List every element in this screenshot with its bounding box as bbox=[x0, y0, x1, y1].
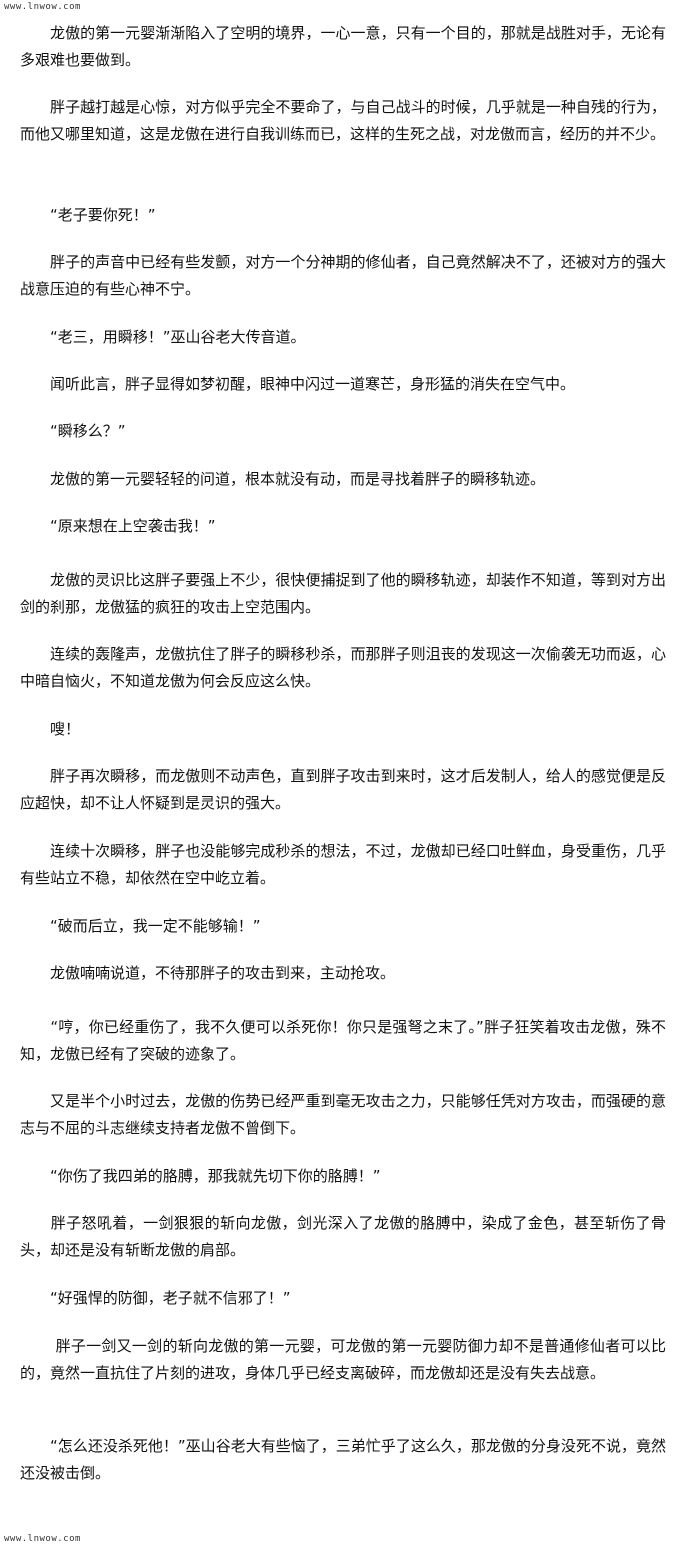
paragraph-6: 闻听此言，胖子显得如梦初醒，眼神中闪过一道寒芒，身形猛的消失在空气中。 bbox=[20, 375, 576, 393]
paragraph-2: 胖子越打越是心惊，对方似乎完全不要命了，与自己战斗的时候，几乎就是一种自残的行为… bbox=[20, 98, 666, 143]
paragraph-4: 胖子的声音中已经有些发颤，对方一个分神期的修仙者，自己竟然解决不了，还被对方的强… bbox=[20, 253, 666, 298]
paragraph-18: 又是半个小时过去，龙傲的伤势已经严重到毫无攻击之力，只能够任凭对方攻击，而强硬的… bbox=[20, 1092, 666, 1137]
paragraph-9: “原来想在上空袭击我！” bbox=[20, 517, 216, 535]
paragraph-23: “怎么还没杀死他！”巫山谷老大有些恼了，三弟忙乎了这么久，那龙傲的分身没死不说，… bbox=[20, 1437, 666, 1482]
paragraph-21: “好强悍的防御，老子就不信邪了！” bbox=[20, 1289, 291, 1307]
watermark-top: www.lnwow.com bbox=[4, 2, 81, 12]
paragraph-17: “哼，你已经重伤了，我不久便可以杀死你！你只是强弩之末了。”胖子狂笑着攻击龙傲，… bbox=[20, 1018, 666, 1063]
paragraph-3: “老子要你死！” bbox=[20, 206, 156, 224]
paragraph-8: 龙傲的第一元婴轻轻的问道，根本就没有动，而是寻找着胖子的瞬移轨迹。 bbox=[20, 470, 546, 488]
paragraph-19: “你伤了我四弟的胳膊，那我就先切下你的胳膊！” bbox=[20, 1167, 381, 1185]
paragraph-10: 龙傲的灵识比这胖子要强上不少，很快便捕捉到了他的瞬移轨迹，却装作不知道，等到对方… bbox=[20, 571, 666, 616]
paragraph-14: 连续十次瞬移，胖子也没能够完成秒杀的想法，不过，龙傲却已经口吐鲜血，身受重伤，几… bbox=[20, 842, 666, 887]
paragraph-7: “瞬移么？” bbox=[20, 422, 126, 440]
paragraph-15: “破而后立，我一定不能够输！” bbox=[20, 917, 261, 935]
paragraph-1: 龙傲的第一元婴渐渐陷入了空明的境界，一心一意，只有一个目的，那就是战胜对手，无论… bbox=[20, 24, 666, 69]
paragraph-12: 嗖！ bbox=[20, 720, 81, 738]
paragraph-13: 胖子再次瞬移，而龙傲则不动声色，直到胖子攻击到来时，这才后发制人，给人的感觉便是… bbox=[20, 767, 666, 812]
paragraph-22: 胖子一剑又一剑的斩向龙傲的第一元婴，可龙傲的第一元婴防御力却不是普通修仙者可以比… bbox=[20, 1337, 666, 1382]
paragraph-5: “老三，用瞬移！”巫山谷老大传音道。 bbox=[20, 328, 306, 346]
paragraph-11: 连续的轰隆声，龙傲抗住了胖子的瞬移秒杀，而那胖子则沮丧的发现这一次偷袭无功而返，… bbox=[20, 645, 666, 690]
paragraph-20: 胖子怒吼着，一剑狠狠的斩向龙傲，剑光深入了龙傲的胳膊中，染成了金色，甚至斩伤了骨… bbox=[20, 1214, 666, 1259]
paragraph-16: 龙傲喃喃说道，不待那胖子的攻击到来，主动抢攻。 bbox=[20, 964, 396, 982]
watermark-bottom: www.lnwow.com bbox=[4, 1534, 81, 1544]
